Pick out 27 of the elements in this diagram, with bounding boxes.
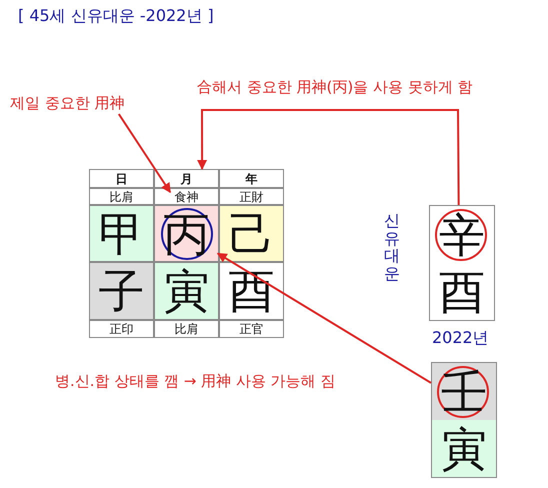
table-cell: 比肩 xyxy=(154,320,219,338)
side-label: 신유대운 xyxy=(384,212,400,282)
table-cell: 比肩 xyxy=(89,188,154,205)
annotation-text: 제일 중요한 用神 xyxy=(10,94,125,113)
table-cell: 正官 xyxy=(219,320,284,338)
table-cell: 月 xyxy=(154,169,219,188)
edge-label: 병.신.합 상태를 깸 → 用神 사용 가능해 짐 xyxy=(55,372,336,391)
table-cell: 正財 xyxy=(219,188,284,205)
character-cell: 甲 xyxy=(89,205,154,262)
title: [ 45세 신유대운 -2022년 ] xyxy=(18,6,214,27)
character-cell: 子 xyxy=(89,262,154,320)
arrow xyxy=(118,113,172,194)
arrow xyxy=(216,252,432,384)
table-cell: 食神 xyxy=(154,188,219,205)
character-cell: 己 xyxy=(219,205,284,262)
character-cell: 丙 xyxy=(154,205,219,262)
table xyxy=(89,169,284,338)
character-cell: 寅 xyxy=(154,262,219,320)
table-cell: 正印 xyxy=(89,320,154,338)
arrow xyxy=(197,109,460,205)
table-cell: 日 xyxy=(89,169,154,188)
pillar-box: 壬 寅 xyxy=(431,362,497,478)
year-label: 2022년 xyxy=(432,328,489,349)
pillar-box: 辛 酉 xyxy=(429,205,495,321)
table-cell: 年 xyxy=(219,169,284,188)
edge-label: 合해서 중요한 用神(丙)을 사용 못하게 함 xyxy=(197,78,473,97)
character-cell: 酉 xyxy=(219,262,284,320)
